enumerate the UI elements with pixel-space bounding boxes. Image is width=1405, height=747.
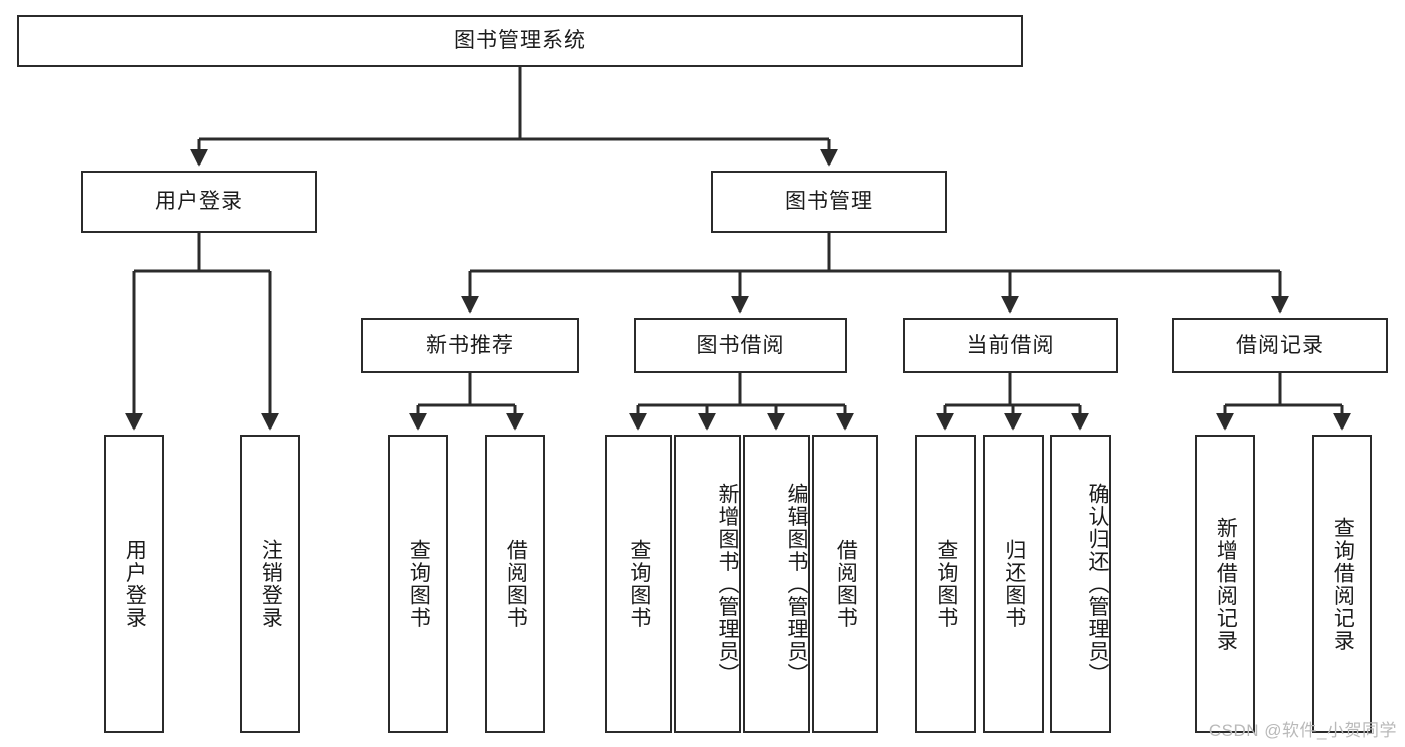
node-book-borrow-label: 图书借阅 <box>696 333 785 357</box>
node-leaf-query-record-label: 查询借阅记录 <box>1331 516 1355 652</box>
node-leaf-query-book-2-label: 查询图书 <box>627 539 651 629</box>
node-leaf-query-book-2[interactable]: 查询图书 <box>605 435 672 733</box>
node-leaf-add-book-label: 新增图书（管理员） <box>716 482 739 686</box>
node-leaf-logout[interactable]: 注销登录 <box>240 435 300 733</box>
node-leaf-confirm-return-label: 确认归还（管理员） <box>1086 482 1109 686</box>
node-borrow-record[interactable]: 借阅记录 <box>1172 318 1388 373</box>
node-leaf-logout-label: 注销登录 <box>259 539 283 629</box>
node-leaf-query-book-1[interactable]: 查询图书 <box>388 435 448 733</box>
node-leaf-query-record[interactable]: 查询借阅记录 <box>1312 435 1372 733</box>
node-leaf-return-book-label: 归还图书 <box>1002 539 1026 629</box>
watermark: CSDN @软件_小贺同学 <box>1208 721 1397 740</box>
node-leaf-query-book-1-label: 查询图书 <box>407 539 431 629</box>
node-root[interactable]: 图书管理系统 <box>17 15 1023 67</box>
node-leaf-borrow-book-2[interactable]: 借阅图书 <box>812 435 878 733</box>
node-leaf-add-record[interactable]: 新增借阅记录 <box>1195 435 1255 733</box>
node-user-login[interactable]: 用户登录 <box>81 171 317 233</box>
node-leaf-user-login[interactable]: 用户登录 <box>104 435 164 733</box>
node-leaf-add-record-label: 新增借阅记录 <box>1214 516 1238 652</box>
node-book-borrow[interactable]: 图书借阅 <box>634 318 847 373</box>
node-leaf-return-book[interactable]: 归还图书 <box>983 435 1044 733</box>
node-root-label: 图书管理系统 <box>454 29 586 53</box>
node-leaf-edit-book-label: 编辑图书（管理员） <box>785 482 808 686</box>
node-leaf-query-book-3-label: 查询图书 <box>934 539 958 629</box>
node-book-manage-label: 图书管理 <box>785 190 873 214</box>
node-new-book-rec[interactable]: 新书推荐 <box>361 318 579 373</box>
node-borrow-record-label: 借阅记录 <box>1236 333 1324 357</box>
node-leaf-borrow-book-2-label: 借阅图书 <box>834 539 858 629</box>
node-leaf-edit-book[interactable]: 编辑图书（管理员） <box>743 435 810 733</box>
node-leaf-borrow-book-1[interactable]: 借阅图书 <box>485 435 545 733</box>
node-book-manage[interactable]: 图书管理 <box>711 171 947 233</box>
node-leaf-add-book[interactable]: 新增图书（管理员） <box>674 435 741 733</box>
node-user-login-label: 用户登录 <box>155 190 243 214</box>
node-leaf-borrow-book-1-label: 借阅图书 <box>504 539 528 629</box>
node-leaf-user-login-label: 用户登录 <box>123 539 147 629</box>
node-current-borrow[interactable]: 当前借阅 <box>903 318 1118 373</box>
node-leaf-query-book-3[interactable]: 查询图书 <box>915 435 976 733</box>
node-current-borrow-label: 当前借阅 <box>966 333 1055 357</box>
node-new-book-rec-label: 新书推荐 <box>426 333 514 357</box>
node-leaf-confirm-return[interactable]: 确认归还（管理员） <box>1050 435 1111 733</box>
